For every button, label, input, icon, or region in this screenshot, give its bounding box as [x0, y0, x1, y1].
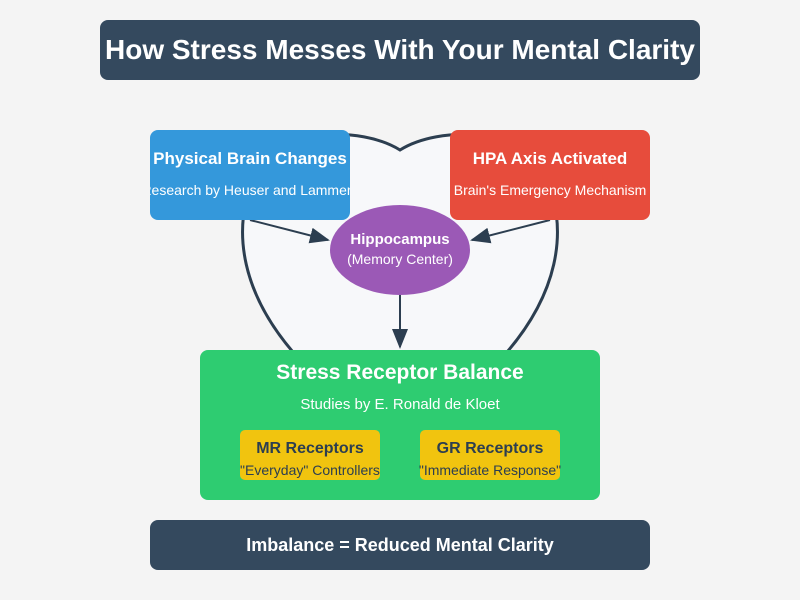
hpa-card-heading: HPA Axis Activated: [472, 149, 628, 168]
arrow-hpa-to-hippocampus: [470, 219, 551, 244]
gr-receptors-box: GR Receptors "Immediate Response": [419, 430, 561, 480]
conclusion-banner: Imbalance = Reduced Mental Clarity: [150, 520, 650, 570]
physical-card-heading: Physical Brain Changes: [153, 149, 347, 168]
arrow-physical-to-hippocampus: [249, 219, 330, 244]
receptor-balance-panel: Stress Receptor Balance Studies by E. Ro…: [200, 350, 600, 500]
hippocampus-node: Hippocampus (Memory Center): [330, 205, 470, 295]
mr-receptors-subtitle: "Everyday" Controllers: [240, 462, 380, 478]
physical-card-subtitle: Research by Heuser and Lammers: [150, 182, 350, 198]
receptor-balance-heading: Stress Receptor Balance: [276, 361, 524, 384]
page-title: How Stress Messes With Your Mental Clari…: [105, 34, 695, 65]
physical-brain-changes-card: Physical Brain Changes Research by Heuse…: [150, 130, 350, 220]
hpa-axis-card: HPA Axis Activated Brain's Emergency Mec…: [450, 130, 650, 220]
hippocampus-heading: Hippocampus: [350, 231, 450, 248]
mr-receptors-box: MR Receptors "Everyday" Controllers: [240, 430, 380, 480]
hippocampus-subtitle: (Memory Center): [347, 251, 453, 267]
gr-receptors-subtitle: "Immediate Response": [418, 462, 562, 478]
mr-receptors-heading: MR Receptors: [256, 440, 364, 457]
title-banner: How Stress Messes With Your Mental Clari…: [100, 20, 700, 80]
hpa-card-subtitle: Brain's Emergency Mechanism: [453, 182, 647, 198]
receptor-balance-subtitle: Studies by E. Ronald de Kloet: [300, 396, 500, 413]
gr-receptors-heading: GR Receptors: [436, 440, 544, 457]
conclusion-text: Imbalance = Reduced Mental Clarity: [246, 534, 554, 555]
